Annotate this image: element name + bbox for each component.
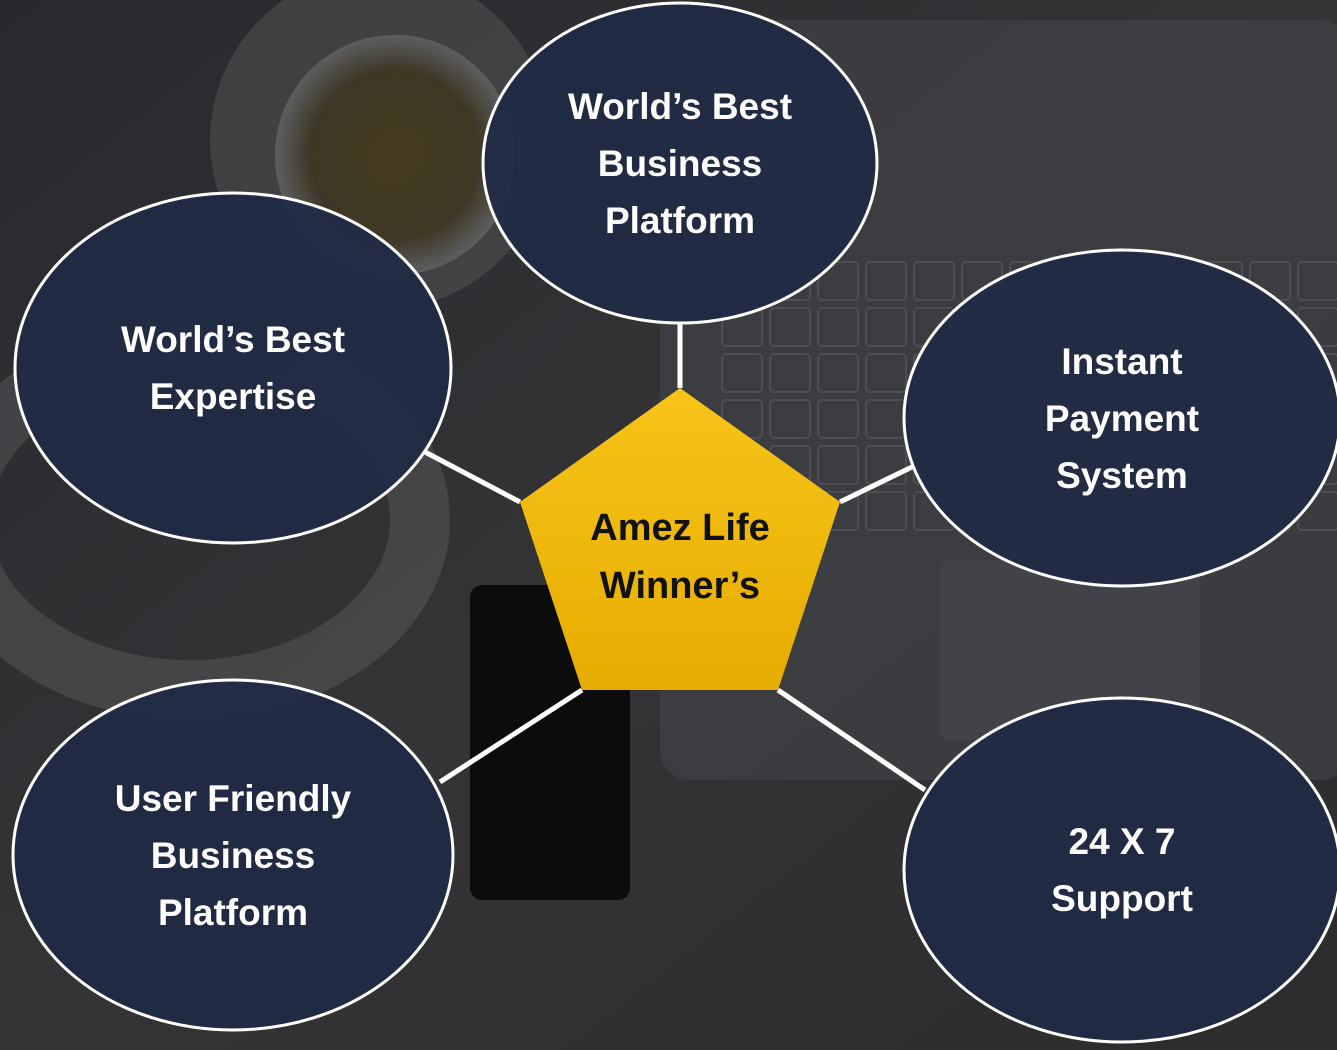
connector-line-upper-right bbox=[838, 464, 914, 505]
laptop-trackpad-shape bbox=[940, 560, 1200, 740]
node-ellipse-top bbox=[481, 1, 879, 325]
keyboard-key-shape bbox=[769, 307, 811, 347]
keyboard-key-shape bbox=[865, 491, 907, 531]
node-ellipses bbox=[11, 1, 1337, 1044]
node-ellipse-upper-left bbox=[13, 191, 453, 545]
connector-line-upper-left bbox=[423, 449, 522, 505]
keyboard-key-shape bbox=[865, 307, 907, 347]
connector-lines bbox=[423, 323, 927, 793]
keyboard-key-shape bbox=[721, 353, 763, 393]
keyboard-key-shape bbox=[1297, 261, 1337, 301]
keyboard-key-shape bbox=[913, 261, 955, 301]
keyboard-key-shape bbox=[817, 307, 859, 347]
connector-line-lower-left bbox=[438, 687, 584, 785]
connector-line-lower-right bbox=[776, 687, 927, 793]
node-ellipse-lower-right bbox=[902, 696, 1337, 1044]
keyboard-key-shape bbox=[769, 353, 811, 393]
keyboard-key-shape bbox=[865, 445, 907, 485]
node-ellipse-lower-left bbox=[11, 678, 455, 1032]
keyboard-key-shape bbox=[817, 353, 859, 393]
keyboard-key-shape bbox=[817, 399, 859, 439]
node-ellipse-upper-right bbox=[902, 248, 1337, 588]
keyboard-key-shape bbox=[817, 261, 859, 301]
center-pentagon-shape bbox=[520, 388, 840, 690]
keyboard-key-shape bbox=[817, 445, 859, 485]
keyboard-key-shape bbox=[865, 353, 907, 393]
keyboard-key-shape bbox=[769, 399, 811, 439]
keyboard-key-shape bbox=[865, 261, 907, 301]
